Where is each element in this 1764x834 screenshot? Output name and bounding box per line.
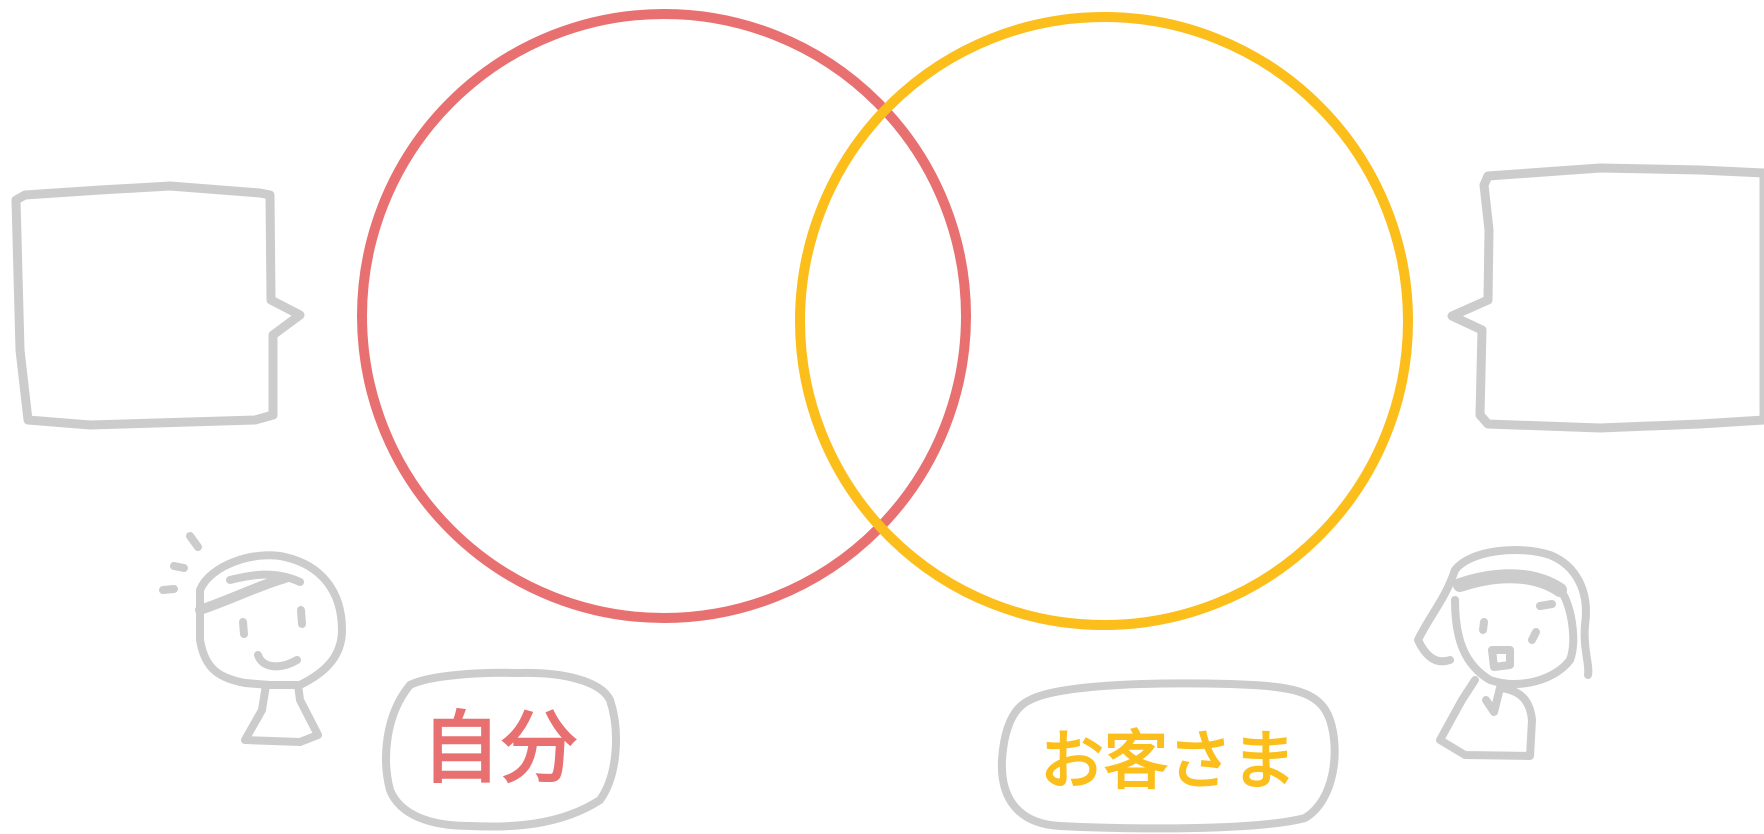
customer-person-icon xyxy=(1414,546,1593,760)
self-set-circle xyxy=(357,9,971,623)
customer-set-circle xyxy=(795,12,1413,630)
self-person-icon xyxy=(159,532,346,746)
left-speech-bubble xyxy=(11,181,305,430)
right-speech-bubble xyxy=(1447,163,1764,433)
self-label-pill: 自分 xyxy=(382,668,620,831)
self-label-text: 自分 xyxy=(422,704,578,794)
customer-label-text: お客さま xyxy=(1040,725,1296,799)
customer-label-pill: お客さま xyxy=(997,679,1339,833)
